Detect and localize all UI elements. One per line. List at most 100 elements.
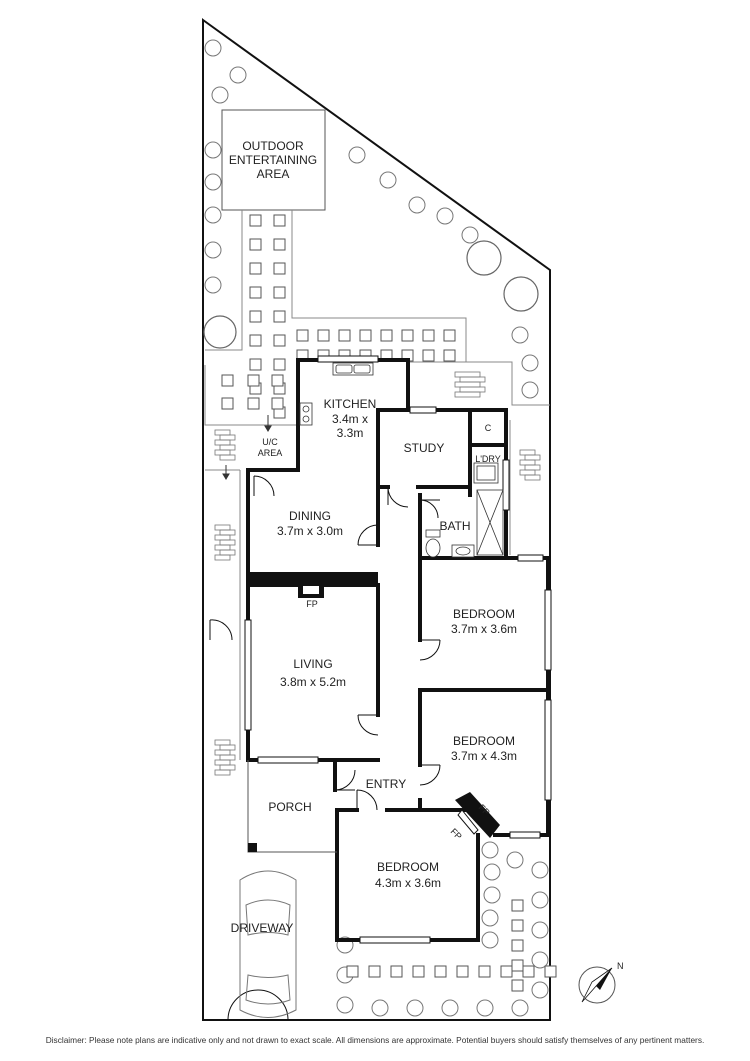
paver [273, 286, 286, 299]
bedroom-fireplace-opening [457, 809, 479, 835]
kitchen-fixtures [299, 362, 374, 426]
bedroom-fireplace-label-b: FP [449, 826, 464, 841]
shrub [521, 354, 539, 372]
brick-row [519, 469, 536, 476]
paver [412, 965, 425, 978]
fireplace-opening [303, 586, 319, 594]
garden-path-outline-2 [291, 210, 467, 362]
paver [346, 965, 359, 978]
shrub [521, 381, 539, 399]
dining-label: DINING [289, 509, 331, 523]
bedroom-2-label: BEDROOM [453, 734, 515, 748]
uc-arrows [222, 415, 272, 480]
paver [390, 965, 403, 978]
outdoor-label-2: ENTERTAINING [229, 153, 317, 167]
brick-row [219, 434, 236, 441]
chimney-wall [248, 572, 378, 585]
garden-shrubs [204, 39, 549, 1017]
laundry-label: L'DRY [475, 454, 501, 464]
brick-patches [214, 371, 541, 776]
porch-label: PORCH [268, 800, 311, 814]
living-fireplace-label: FP [306, 599, 318, 609]
shrub [204, 206, 222, 224]
paver [273, 262, 286, 275]
kitchen-dim-2: 3.3m [337, 426, 364, 440]
bedroom-3-dimensions: 4.3m x 3.6m [375, 876, 441, 890]
large-trees [203, 240, 539, 349]
shrub [204, 39, 222, 57]
deck-outline [204, 365, 296, 426]
paver [422, 329, 435, 342]
paver [401, 329, 414, 342]
brick-row [214, 739, 231, 746]
brick-row [459, 376, 486, 383]
paver [478, 965, 491, 978]
shrub [348, 146, 366, 164]
paver [434, 965, 447, 978]
garden-pavers [221, 214, 557, 992]
paver [368, 965, 381, 978]
dining-dimensions: 3.7m x 3.0m [277, 524, 343, 538]
paver [443, 329, 456, 342]
paver [511, 919, 524, 932]
bedroom-1-dimensions: 3.7m x 3.6m [451, 622, 517, 636]
shrub [476, 999, 494, 1017]
site-boundary [202, 18, 551, 1021]
paver [247, 374, 260, 387]
outdoor-label-3: AREA [257, 167, 290, 181]
brick-row [219, 754, 236, 761]
brick-row [459, 386, 486, 393]
paver [500, 965, 513, 978]
brick-row [519, 459, 536, 466]
brick-row [219, 454, 236, 461]
house-walls [246, 358, 550, 942]
living-label: LIVING [293, 657, 332, 671]
driveway-label: DRIVEWAY [231, 921, 294, 935]
uc-area-label-2: AREA [258, 448, 283, 458]
kitchen-label: KITCHEN [324, 397, 377, 411]
shrub [229, 66, 247, 84]
paver [544, 965, 557, 978]
bedroom-fireplace [455, 792, 500, 838]
car-icon [239, 870, 297, 1018]
brick-row [219, 539, 236, 546]
brick-row [519, 449, 536, 456]
brick-row [214, 769, 231, 776]
shrub [204, 276, 222, 294]
study-label: STUDY [404, 441, 445, 455]
shrub [481, 909, 499, 927]
shrub [511, 326, 529, 344]
shrub [379, 171, 397, 189]
paver [317, 329, 330, 342]
paver [273, 358, 286, 371]
paver [511, 959, 524, 972]
paver [511, 899, 524, 912]
bath-label: BATH [439, 519, 470, 533]
paver [338, 329, 351, 342]
east-path-outline [410, 361, 550, 406]
shrub [408, 196, 426, 214]
brick-row [454, 381, 481, 388]
brick-row [219, 444, 236, 451]
paver [249, 310, 262, 323]
paver [273, 214, 286, 227]
brick-row [454, 391, 481, 398]
windows [244, 355, 552, 944]
paver [249, 238, 262, 251]
shrub [506, 851, 524, 869]
bath-fixtures [425, 462, 504, 558]
paver [273, 334, 286, 347]
shrub [436, 207, 454, 225]
paver [511, 979, 524, 992]
doors [209, 475, 441, 1021]
bedroom-1-label: BEDROOM [453, 607, 515, 621]
porch-post [248, 843, 257, 852]
brick-row [524, 464, 541, 471]
shrub [483, 863, 501, 881]
paver [380, 329, 393, 342]
kitchen-dim-1: 3.4m x [332, 412, 368, 426]
brick-row [524, 454, 541, 461]
brick-row [219, 549, 236, 556]
shrub [371, 999, 389, 1017]
